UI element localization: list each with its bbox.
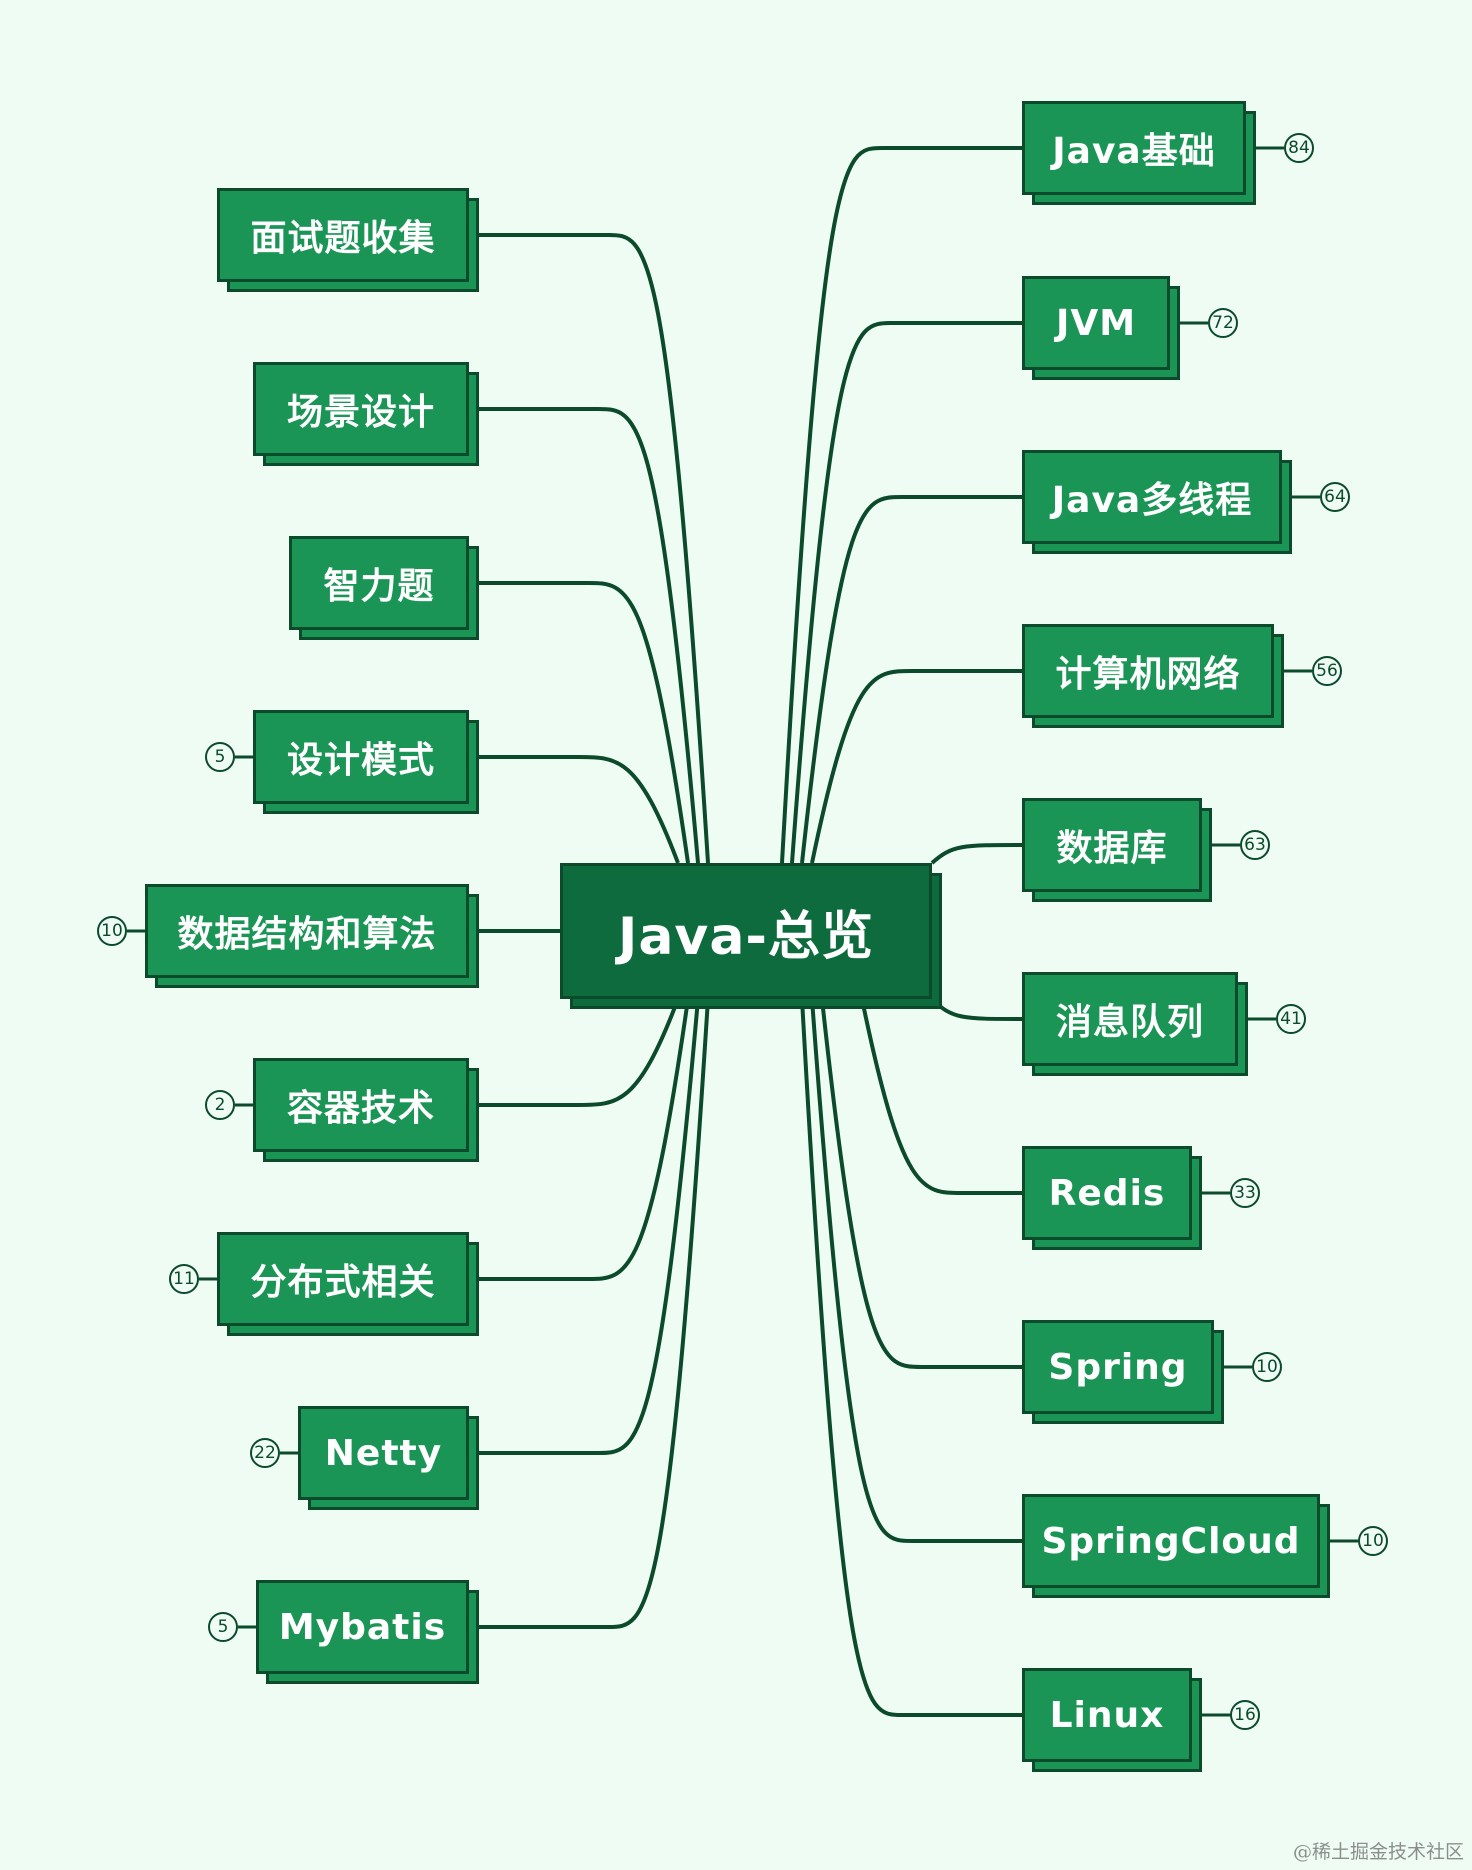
node-label: Java-总览 bbox=[560, 863, 932, 999]
connector-redis bbox=[860, 998, 1022, 1195]
connector-java-multithreading bbox=[800, 495, 1022, 864]
connector-computer-network bbox=[810, 669, 1022, 864]
count-badge-spring[interactable]: 10 bbox=[1252, 1352, 1282, 1382]
node-java-multithreading[interactable]: Java多线程 bbox=[1022, 450, 1292, 554]
node-label: 消息队列 bbox=[1022, 972, 1238, 1066]
node-label: Spring bbox=[1022, 1320, 1214, 1414]
connector-message-queue bbox=[930, 997, 1023, 1021]
node-label: SpringCloud bbox=[1022, 1494, 1320, 1588]
node-mybatis[interactable]: Mybatis bbox=[256, 1580, 479, 1684]
count-badge-computer-network[interactable]: 56 bbox=[1312, 656, 1342, 686]
node-linux[interactable]: Linux bbox=[1022, 1668, 1202, 1772]
connector-database bbox=[930, 843, 1023, 865]
node-label: 数据结构和算法 bbox=[145, 884, 469, 978]
node-redis[interactable]: Redis bbox=[1022, 1146, 1202, 1250]
connector-design-patterns bbox=[479, 755, 680, 864]
connector-netty bbox=[479, 998, 700, 1455]
count-badge-redis[interactable]: 33 bbox=[1230, 1178, 1260, 1208]
node-database[interactable]: 数据库 bbox=[1022, 798, 1212, 902]
node-brain-teasers[interactable]: 智力题 bbox=[289, 536, 479, 640]
count-badge-netty[interactable]: 22 bbox=[250, 1438, 280, 1468]
count-badge-design-patterns[interactable]: 5 bbox=[205, 742, 235, 772]
node-netty[interactable]: Netty bbox=[298, 1406, 479, 1510]
count-badge-database[interactable]: 63 bbox=[1240, 830, 1270, 860]
node-label: Java多线程 bbox=[1022, 450, 1282, 544]
node-label: 面试题收集 bbox=[217, 188, 469, 282]
watermark: @稀土掘金技术社区 bbox=[1292, 1841, 1464, 1863]
node-distributed[interactable]: 分布式相关 bbox=[217, 1232, 479, 1336]
node-label: Netty bbox=[298, 1406, 469, 1500]
node-jvm[interactable]: JVM bbox=[1022, 276, 1180, 380]
connector-distributed bbox=[479, 998, 690, 1281]
node-label: 设计模式 bbox=[253, 710, 469, 804]
node-label: 分布式相关 bbox=[217, 1232, 469, 1326]
node-data-structures-algorithms[interactable]: 数据结构和算法 bbox=[145, 884, 479, 988]
node-label: 智力题 bbox=[289, 536, 469, 630]
count-badge-mybatis[interactable]: 5 bbox=[208, 1612, 238, 1642]
node-scenario-design[interactable]: 场景设计 bbox=[253, 362, 479, 466]
connector-java-basics bbox=[780, 146, 1022, 864]
connector-jvm bbox=[790, 321, 1022, 864]
connector-brain-teasers bbox=[479, 581, 690, 864]
node-label: Java基础 bbox=[1022, 101, 1246, 195]
connector-interview-questions bbox=[479, 233, 710, 864]
count-badge-message-queue[interactable]: 41 bbox=[1276, 1004, 1306, 1034]
node-spring[interactable]: Spring bbox=[1022, 1320, 1224, 1424]
node-label: 场景设计 bbox=[253, 362, 469, 456]
node-java-basics[interactable]: Java基础 bbox=[1022, 101, 1256, 205]
node-container-tech[interactable]: 容器技术 bbox=[253, 1058, 479, 1162]
connector-container-tech bbox=[479, 998, 680, 1107]
root-node[interactable]: Java-总览 bbox=[560, 863, 942, 1009]
count-badge-linux[interactable]: 16 bbox=[1230, 1700, 1260, 1730]
node-computer-network[interactable]: 计算机网络 bbox=[1022, 624, 1284, 728]
node-label: Linux bbox=[1022, 1668, 1192, 1762]
connector-linux bbox=[800, 998, 1022, 1717]
node-label: Mybatis bbox=[256, 1580, 469, 1674]
count-badge-data-structures-algorithms[interactable]: 10 bbox=[97, 916, 127, 946]
node-springcloud[interactable]: SpringCloud bbox=[1022, 1494, 1330, 1598]
node-design-patterns[interactable]: 设计模式 bbox=[253, 710, 479, 814]
count-badge-container-tech[interactable]: 2 bbox=[205, 1090, 235, 1120]
connector-spring bbox=[820, 998, 1022, 1369]
count-badge-java-basics[interactable]: 84 bbox=[1284, 133, 1314, 163]
count-badge-java-multithreading[interactable]: 64 bbox=[1320, 482, 1350, 512]
node-message-queue[interactable]: 消息队列 bbox=[1022, 972, 1248, 1076]
connector-springcloud bbox=[810, 998, 1022, 1543]
connector-mybatis bbox=[479, 998, 710, 1629]
node-label: 计算机网络 bbox=[1022, 624, 1274, 718]
node-label: Redis bbox=[1022, 1146, 1192, 1240]
count-badge-jvm[interactable]: 72 bbox=[1208, 308, 1238, 338]
count-badge-springcloud[interactable]: 10 bbox=[1358, 1526, 1388, 1556]
connector-scenario-design bbox=[479, 407, 700, 864]
node-label: 数据库 bbox=[1022, 798, 1202, 892]
node-label: JVM bbox=[1022, 276, 1170, 370]
node-interview-questions[interactable]: 面试题收集 bbox=[217, 188, 479, 292]
node-label: 容器技术 bbox=[253, 1058, 469, 1152]
count-badge-distributed[interactable]: 11 bbox=[169, 1264, 199, 1294]
